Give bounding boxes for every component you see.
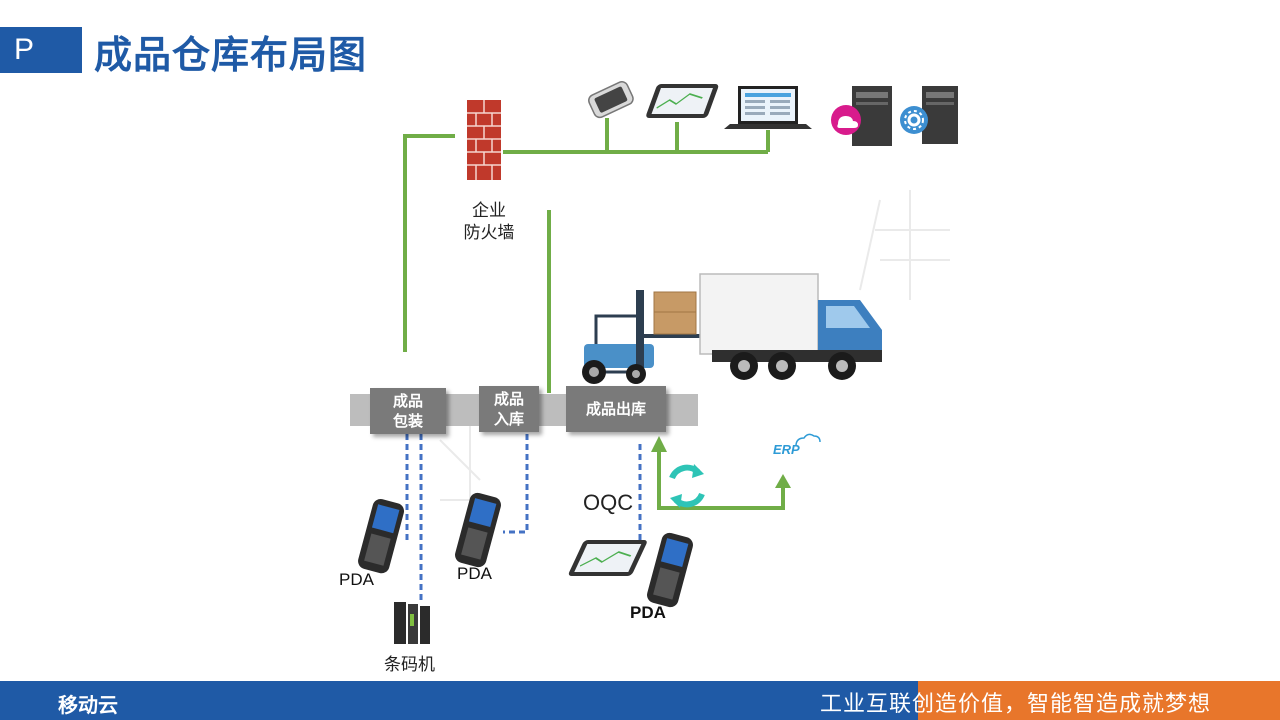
truck-icon <box>699 273 882 380</box>
process-warehousing-box: 成品 入库 <box>479 386 539 432</box>
page-title: 成品仓库布局图 <box>94 33 368 77</box>
firewall-label: 企业 防火墙 <box>450 200 528 244</box>
smartphone-icon <box>588 81 634 119</box>
firewall-icon <box>467 100 501 180</box>
laptop-icon <box>724 86 812 129</box>
erp-label: ERP <box>773 442 800 457</box>
cloud-server-icon <box>831 86 892 146</box>
oqc-label: OQC <box>583 490 634 515</box>
process-shipping-box: 成品出库 <box>566 386 666 432</box>
settings-server-icon <box>900 86 958 144</box>
footer-slogan: 工业互联创造价值，智能智造成就梦想 <box>820 692 1212 717</box>
warehousing-line1: 成品 <box>493 390 524 408</box>
warehousing-line2: 入库 <box>493 410 524 428</box>
oqc-tablet-icon <box>568 540 647 576</box>
firewall-label-line1: 企业 <box>472 201 506 221</box>
arrow-up-oqc <box>651 436 667 452</box>
forklift-icon <box>582 290 700 384</box>
pda-label-1: PDA <box>339 570 374 589</box>
link-firewall-left <box>403 134 455 352</box>
dashed-links <box>405 434 642 604</box>
tablet-icon <box>646 84 719 118</box>
firewall-label-line2: 防火墙 <box>463 223 515 243</box>
packing-line1: 成品 <box>392 392 423 410</box>
arrow-up-erp <box>775 474 791 488</box>
footer-logo-text: 移动云 <box>58 693 118 717</box>
process-packing-box: 成品 包装 <box>370 388 446 434</box>
link-oqc-erp <box>657 448 785 510</box>
barcode-printer-label: 条码机 <box>384 655 435 675</box>
erp-cloud-icon <box>795 433 821 447</box>
pda-device-icon-3 <box>647 532 693 608</box>
packing-line2: 包装 <box>392 412 423 430</box>
pda-device-icon-2 <box>455 492 501 568</box>
pda-label-3: PDA <box>630 603 666 622</box>
pda-label-2: PDA <box>457 564 492 583</box>
barcode-printer-icon <box>394 602 430 644</box>
pda-device-icon-1 <box>358 499 405 574</box>
network-links <box>403 118 785 510</box>
footer-accent <box>918 681 1280 720</box>
section-letter-block: P <box>0 27 82 73</box>
